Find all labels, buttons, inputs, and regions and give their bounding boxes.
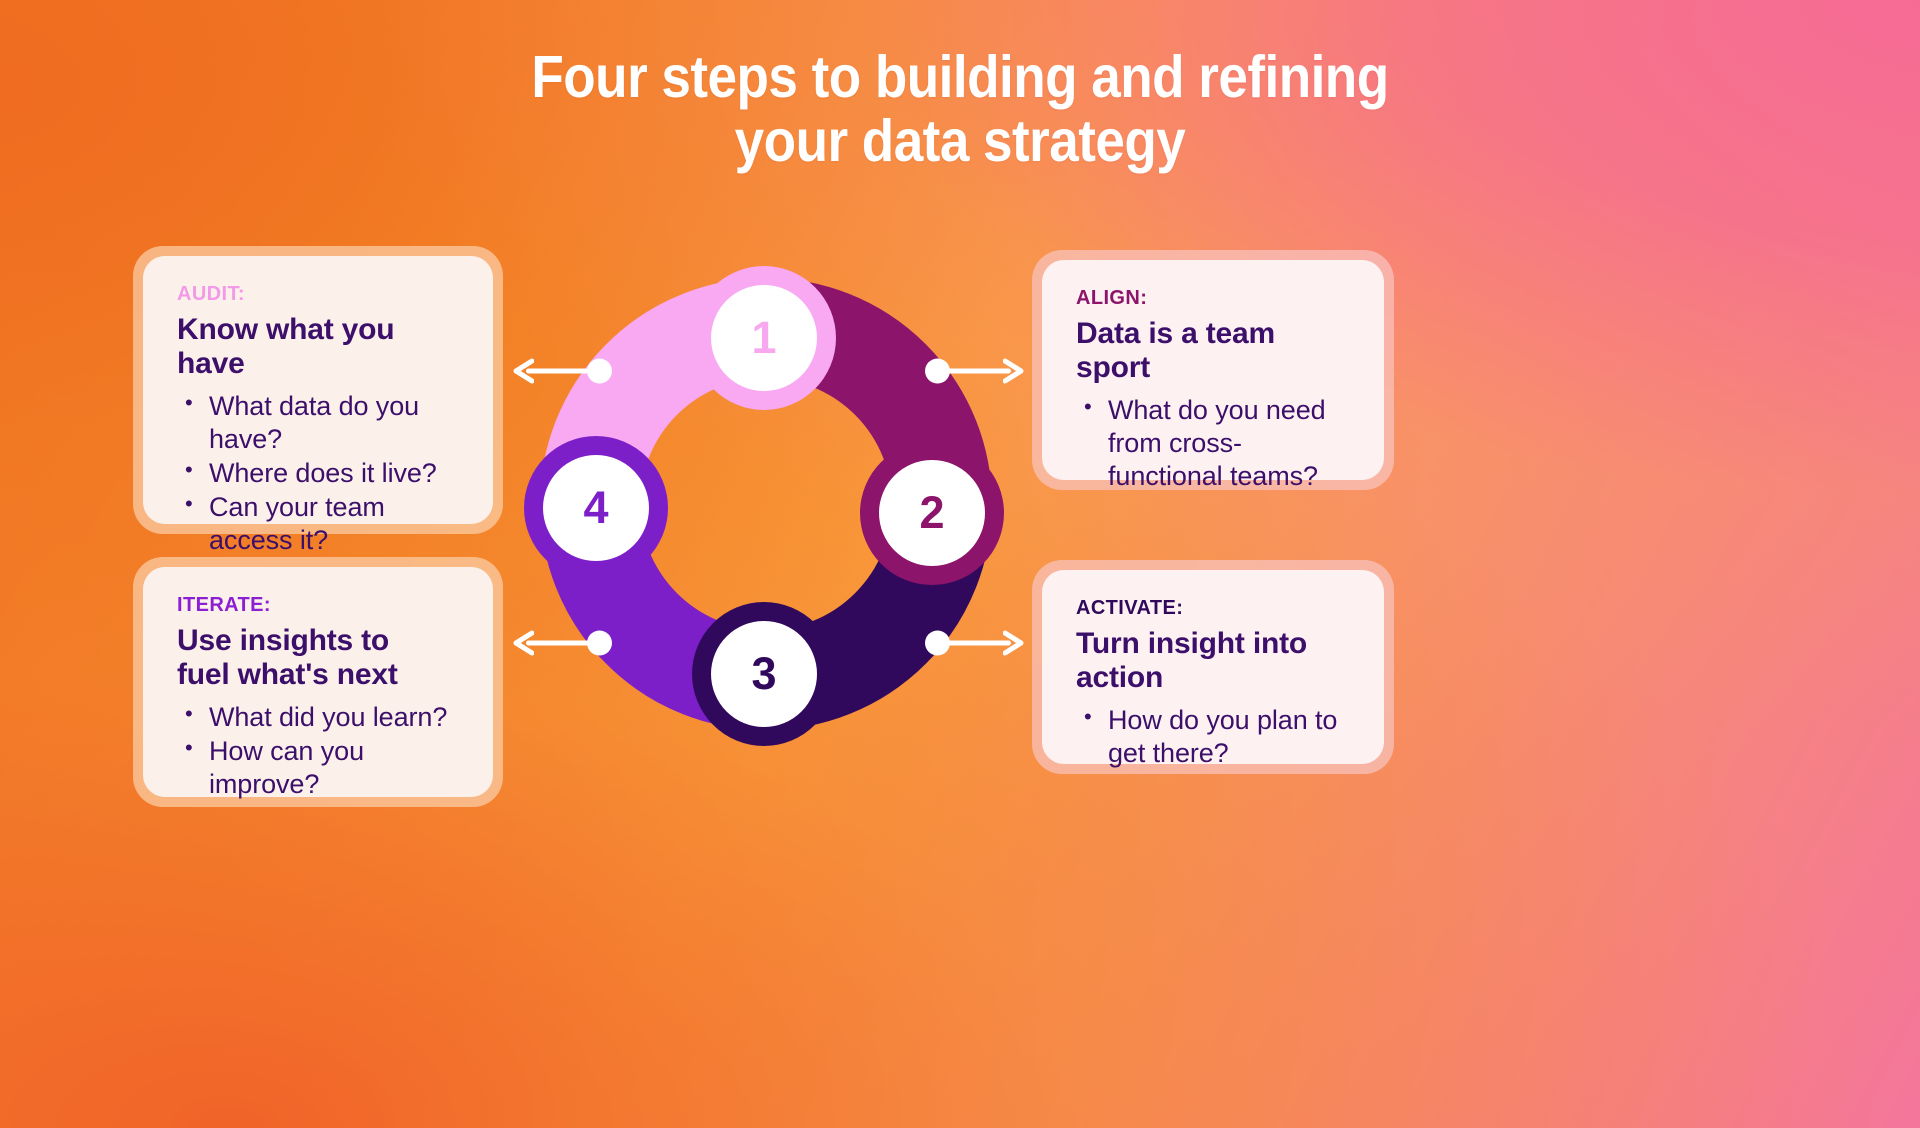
list-item: Where does it live? xyxy=(177,455,463,490)
connector-line xyxy=(935,368,1011,374)
list-item: What did you learn? xyxy=(177,699,463,734)
card-audit-heading: Know what you have xyxy=(177,313,463,381)
card-align-heading: Data is a team sport xyxy=(1076,317,1354,385)
connector-dot xyxy=(587,630,612,656)
list-item: How do you plan to get there? xyxy=(1076,702,1354,770)
card-iterate-bullet-list: What did you learn? How can you improve? xyxy=(177,699,463,802)
connector-dot xyxy=(925,630,950,656)
card-iterate-heading-line-1: Use insights to xyxy=(177,624,390,657)
list-item: What do you need from cross-functional t… xyxy=(1076,392,1354,493)
step-badge-2-number: 2 xyxy=(919,486,945,538)
connector-step4-to-iterate-card xyxy=(512,628,612,658)
connector-line xyxy=(526,368,602,374)
arrow-left-icon xyxy=(513,630,534,656)
card-audit-bullet-list: What data do you have? Where does it liv… xyxy=(177,388,463,558)
page-title: Four steps to building and refining your… xyxy=(96,44,1824,174)
connector-step1-to-audit-card xyxy=(512,356,612,386)
arrow-right-icon xyxy=(1003,630,1024,656)
card-iterate-heading-line-2: fuel what's next xyxy=(177,658,398,692)
card-align[interactable]: ALIGN: Data is a team sport What do you … xyxy=(1032,250,1394,491)
title-line-1: Four steps to building and refining xyxy=(531,44,1389,110)
card-align-kicker: ALIGN: xyxy=(1076,287,1148,309)
card-iterate[interactable]: ITERATE: Use insights to fuel what's nex… xyxy=(133,557,503,807)
step-badge-1[interactable]: 1 xyxy=(711,285,817,391)
card-iterate-body: ITERATE: Use insights to fuel what's nex… xyxy=(143,567,493,799)
arrow-left-icon xyxy=(513,358,534,384)
connector-dot xyxy=(925,358,950,384)
card-activate-heading-line-1: Turn insight into action xyxy=(1076,627,1307,695)
connector-dot xyxy=(587,358,612,384)
card-activate-heading: Turn insight into action xyxy=(1076,627,1354,695)
connector-line xyxy=(526,640,602,646)
connector-step2-to-align-card xyxy=(925,356,1025,386)
card-activate-kicker: ACTIVATE: xyxy=(1076,597,1184,619)
list-item: Can your team access it? xyxy=(177,489,463,557)
connector-step3-to-activate-card xyxy=(925,628,1025,658)
card-align-heading-line-1: Data is a team sport xyxy=(1076,317,1275,385)
card-iterate-heading: Use insights to fuel what's next xyxy=(177,624,463,692)
card-align-bullet-list: What do you need from cross-functional t… xyxy=(1076,392,1354,494)
card-audit-kicker: AUDIT: xyxy=(177,283,245,305)
list-item: How can you improve? xyxy=(177,733,463,801)
step-badge-4-number: 4 xyxy=(583,481,609,533)
connector-line xyxy=(935,640,1011,646)
step-badge-3-number: 3 xyxy=(751,647,777,699)
card-audit-heading-line-1: Know what you have xyxy=(177,313,395,381)
step-badge-3[interactable]: 3 xyxy=(711,621,817,727)
card-audit[interactable]: AUDIT: Know what you have What data do y… xyxy=(133,246,503,555)
card-activate-bullet-list: How do you plan to get there? xyxy=(1076,702,1354,771)
step-badge-2[interactable]: 2 xyxy=(879,460,985,566)
step-badge-1-number: 1 xyxy=(751,311,777,363)
card-align-body: ALIGN: Data is a team sport What do you … xyxy=(1042,260,1384,491)
list-item: What data do you have? xyxy=(177,388,463,456)
card-activate-body: ACTIVATE: Turn insight into action How d… xyxy=(1042,570,1384,768)
arrow-right-icon xyxy=(1003,358,1024,384)
step-badge-4[interactable]: 4 xyxy=(543,455,649,561)
card-activate[interactable]: ACTIVATE: Turn insight into action How d… xyxy=(1032,560,1394,774)
title-line-2: your data strategy xyxy=(734,107,1186,174)
card-audit-body: AUDIT: Know what you have What data do y… xyxy=(143,256,493,555)
card-iterate-kicker: ITERATE: xyxy=(177,594,271,616)
